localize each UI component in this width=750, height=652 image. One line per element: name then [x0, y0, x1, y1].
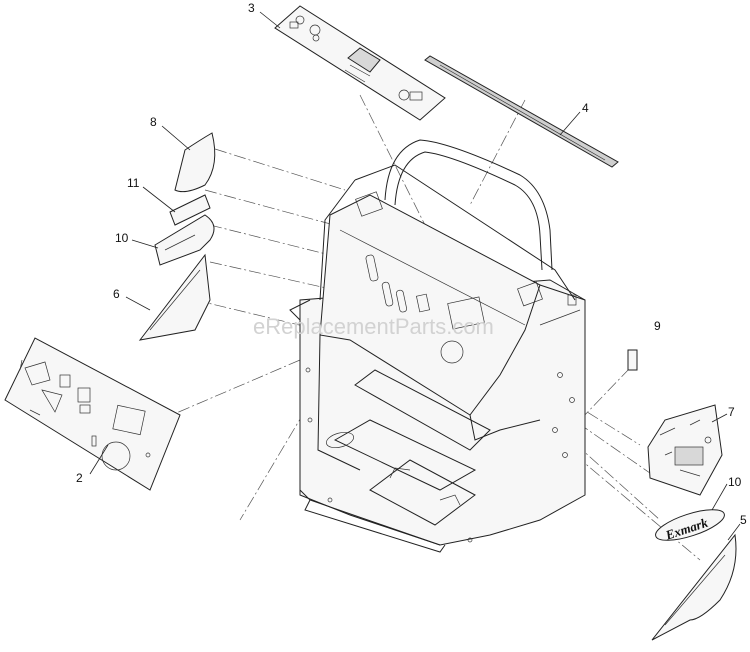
callout-6: 6 [113, 287, 120, 301]
part-7-side-decal [647, 404, 723, 496]
watermark: eReplacementParts.com [253, 314, 494, 339]
part-2-front-decal [4, 337, 181, 491]
callout-10-right: 10 [728, 475, 742, 489]
leader-lines [89, 11, 741, 541]
part-9-tag [627, 349, 638, 371]
callout-8: 8 [150, 115, 157, 129]
part-8-shield [174, 132, 216, 193]
part-6-wedge [138, 253, 211, 341]
callout-10-left: 10 [115, 231, 129, 245]
callout-9: 9 [654, 319, 661, 333]
console-frame [289, 139, 586, 553]
part-3-control-decal [274, 5, 446, 121]
part-5-wedge [651, 533, 737, 641]
callout-2: 2 [76, 471, 83, 485]
callout-7: 7 [728, 405, 735, 419]
callout-5: 5 [740, 513, 747, 527]
callout-4: 4 [582, 101, 589, 115]
part-4-strip [424, 55, 619, 168]
callout-11: 11 [127, 176, 140, 190]
callout-3: 3 [248, 1, 255, 15]
part-10-logo-badge: Exmark [655, 509, 725, 543]
part-11-plate [169, 194, 211, 226]
callouts: 3 4 8 11 10 6 2 9 7 10 5 [76, 1, 747, 527]
part-10-bracket [154, 214, 215, 266]
